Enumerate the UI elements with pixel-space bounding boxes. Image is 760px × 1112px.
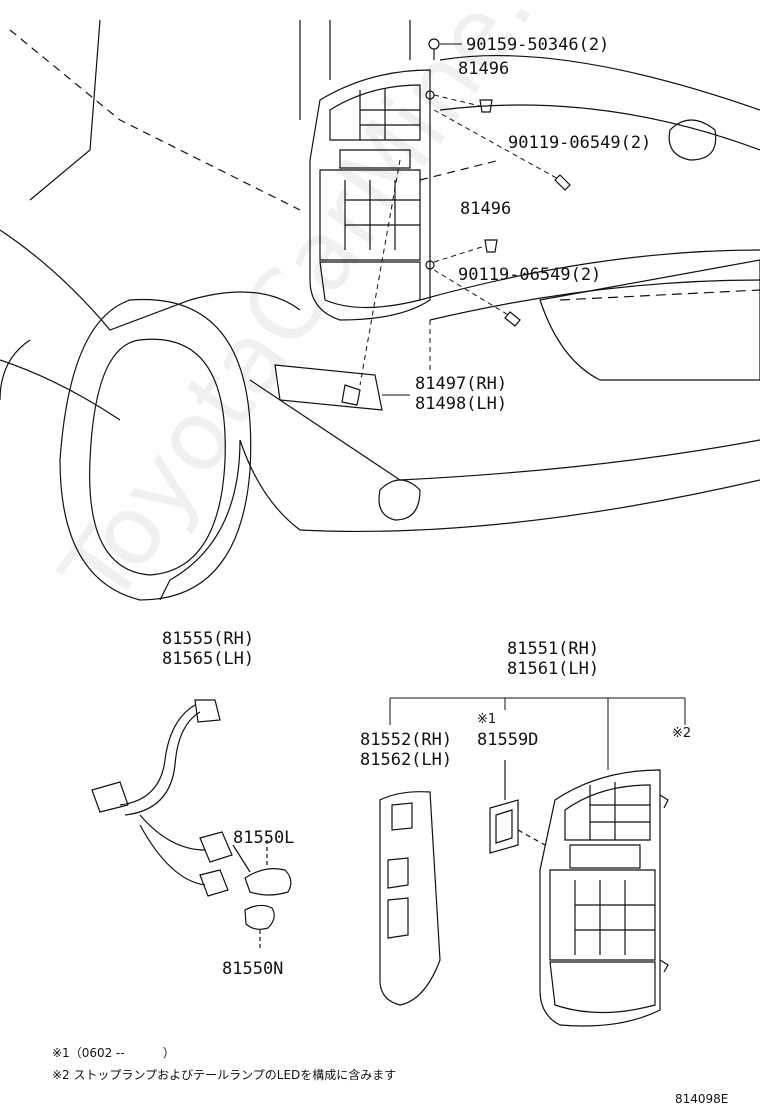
part-label-81552: 81552(RH) [360, 730, 453, 750]
vehicle-body [0, 19, 760, 601]
gasket-81559d [489, 760, 546, 854]
part-label-90119-b: 90119-06549(2) [458, 265, 602, 285]
part-label-81550n: 81550N [222, 959, 284, 979]
part-label-81565: 81565(LH) [162, 649, 255, 669]
part-label-81498: 81498(LH) [415, 394, 508, 414]
part-label-81562: 81562(LH) [360, 750, 453, 770]
bracket-lines [389, 697, 686, 770]
part-label-81550l: 81550L [233, 828, 295, 848]
leader-lines [359, 43, 561, 396]
socket-wire [91, 699, 233, 897]
footnote-2: ※2 ストップランプおよびテールランプのLEDを構成に含みます [52, 1068, 397, 1082]
fasteners [425, 38, 571, 327]
part-label-81561: 81561(LH) [507, 659, 600, 679]
part-label-81559d: 81559D [477, 730, 539, 750]
tail-lamp-top [309, 69, 431, 321]
bulbs [232, 840, 292, 950]
part-label-81496-a: 81496 [458, 59, 510, 79]
part-label-81551: 81551(RH) [507, 639, 600, 659]
reflector [274, 364, 383, 411]
lens-81552 [379, 791, 441, 1006]
part-label-81496-b: 81496 [460, 199, 512, 219]
part-label-81497: 81497(RH) [415, 374, 508, 394]
diagram-code: 814098E [675, 1092, 729, 1106]
part-label-90119-a: 90119-06549(2) [508, 133, 652, 153]
tail-lamp-bottom [539, 769, 669, 1027]
mark-note-1: ※1 [477, 712, 497, 727]
part-label-81555: 81555(RH) [162, 629, 255, 649]
part-label-90159: 90159-50346(2) [466, 35, 610, 55]
footnote-1: ※1（0602 -- ） [52, 1046, 175, 1060]
mark-note-2: ※2 [672, 726, 692, 741]
